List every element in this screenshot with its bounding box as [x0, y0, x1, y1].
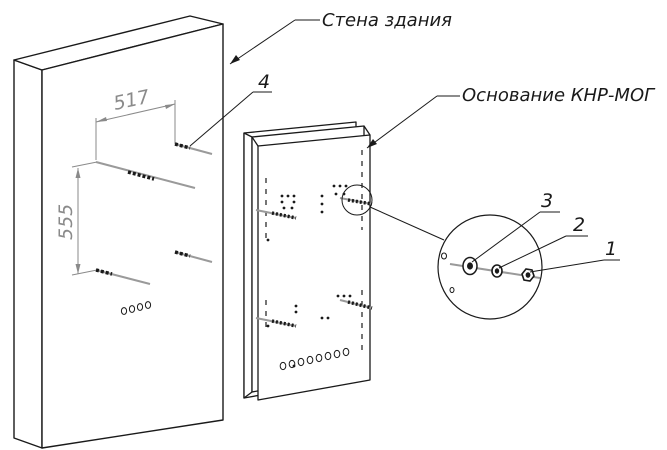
wall-cable-holes [120, 301, 152, 315]
panel-rails [265, 150, 363, 350]
wall-label: Стена здания [322, 10, 452, 31]
detail-marker-circle [341, 184, 445, 241]
base-label-leader [366, 95, 460, 149]
callout-4-label: 4 [258, 71, 270, 93]
callout-2-label: 2 [573, 214, 585, 236]
panel-mount-dots [266, 184, 352, 368]
detail-view [437, 214, 543, 320]
building-wall [13, 15, 224, 449]
wall-label-leader [229, 19, 320, 65]
base-label: Основание КНР-МОГ [462, 85, 656, 106]
wall-anchor-rods [95, 142, 213, 285]
panel-studs [255, 197, 373, 328]
callout-1-label: 1 [605, 238, 617, 260]
callout-4-leader [189, 91, 272, 147]
dimension-lines [71, 100, 176, 276]
callout-leaders [471, 211, 620, 273]
callout-3-label: 3 [541, 190, 553, 212]
dimension-555-label: 555 [55, 204, 77, 240]
panel-cable-holes [279, 347, 350, 371]
